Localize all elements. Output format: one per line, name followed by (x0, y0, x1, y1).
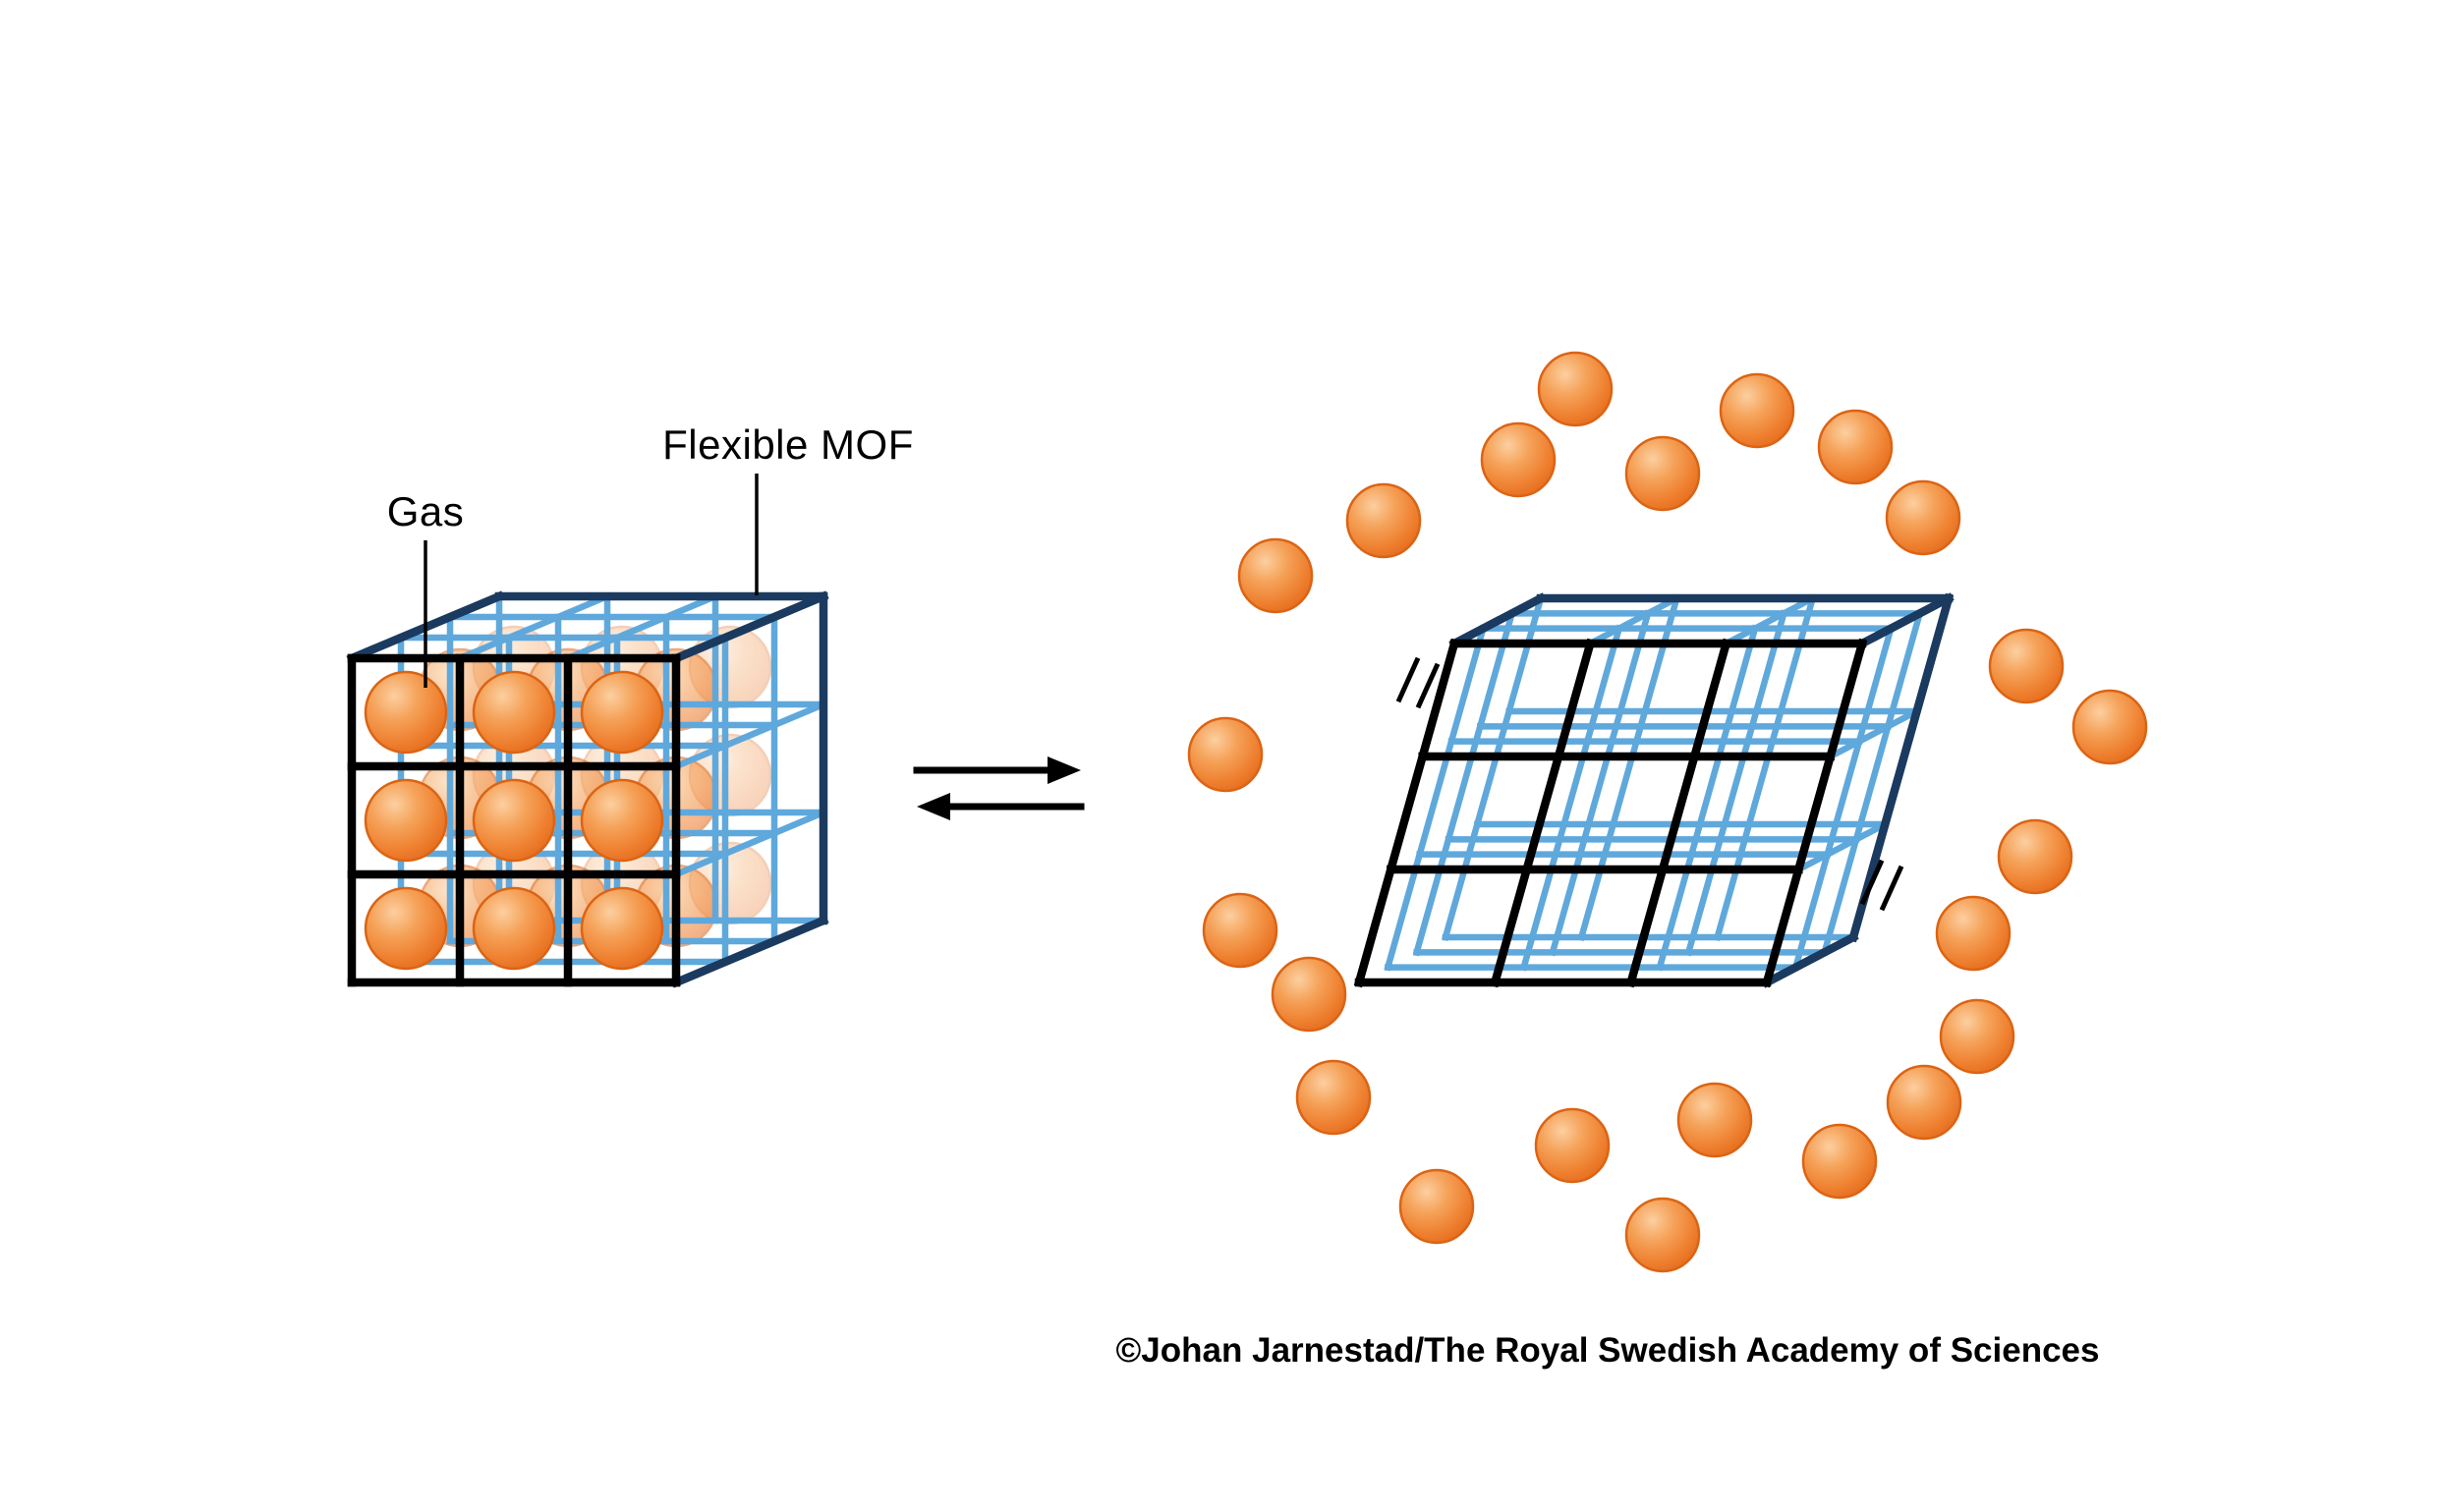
lattice-line (1655, 624, 1760, 972)
reverse-arrow-head (917, 793, 950, 820)
gas-sphere (1624, 1197, 1701, 1273)
gas-sphere (1398, 1168, 1475, 1245)
gas-sphere (364, 670, 448, 755)
gas-sphere (1187, 716, 1264, 793)
gas-sphere (472, 886, 556, 971)
gas-sphere (1534, 1107, 1611, 1184)
lattice-line (1384, 624, 1488, 972)
gas-sphere (1345, 482, 1422, 559)
shear-mark (1879, 865, 1904, 912)
gas-sphere (1719, 372, 1795, 449)
gas-sphere (1939, 998, 2015, 1075)
right-back-edges (1448, 592, 1955, 988)
gas-sphere (1271, 956, 1347, 1033)
lattice-line (1577, 593, 1681, 942)
lattice-line (1826, 706, 1922, 761)
gas-sphere (1295, 1059, 1372, 1136)
gas-sphere (1202, 892, 1278, 969)
gas-sphere (1480, 421, 1557, 498)
flexible-mof-label: Flexible MOF (662, 421, 914, 468)
gas-sphere (1935, 895, 2012, 972)
gas-sphere (1676, 1082, 1753, 1158)
equilibrium-arrows (913, 756, 1085, 820)
lattice-line (671, 808, 828, 879)
gas-sphere (1624, 435, 1701, 512)
released-gas-spheres (1187, 351, 2148, 1273)
sheared-mof-lattice (1353, 592, 1955, 988)
lattice-line (1412, 609, 1516, 957)
gas-sphere (1237, 537, 1314, 614)
lattice-line (1585, 593, 1681, 648)
lattice-line (1353, 638, 1460, 988)
lattice-line (1791, 624, 1896, 972)
gas-sphere (580, 886, 664, 971)
lattice-line (1856, 592, 1955, 649)
gas-sphere (580, 778, 664, 863)
gas-sphere (1886, 1064, 1962, 1141)
shear-mark (1859, 859, 1885, 906)
shear-mark (1415, 662, 1441, 709)
filled-mof-lattice (346, 590, 829, 988)
gas-sphere (1997, 818, 2073, 895)
gas-sphere (1817, 409, 1894, 485)
lattice-line (670, 915, 829, 988)
lattice-line (1448, 592, 1547, 649)
shear-marks (1395, 656, 1904, 912)
gas-sphere (1988, 628, 2065, 704)
right-front-grid (1353, 638, 1868, 988)
credit-text: ©Johan Jarnestad/The Royal Swedish Acade… (1116, 1331, 2100, 1370)
lattice-line (1441, 593, 1546, 942)
lattice-line (1713, 593, 1817, 942)
gas-sphere (1537, 351, 1614, 427)
lattice-line (1625, 638, 1731, 988)
lattice-line (1490, 638, 1596, 988)
forward-arrow-head (1048, 756, 1081, 784)
gas-sphere (2071, 689, 2148, 765)
gas-label: Gas (387, 488, 465, 534)
lattice-line (1548, 609, 1653, 957)
gas-sphere (1885, 479, 1961, 556)
gas-sphere (472, 778, 556, 863)
lattice-line (1793, 819, 1890, 874)
lattice-line (1820, 609, 1924, 957)
lattice-line (1847, 592, 1955, 943)
lattice-line (455, 591, 612, 663)
gas-sphere (364, 778, 448, 863)
lattice-line (1761, 931, 1859, 988)
lattice-line (563, 591, 720, 663)
lattice-line (1684, 609, 1788, 957)
lattice-line (671, 700, 828, 771)
gas-sphere (472, 670, 556, 755)
gas-sphere (580, 670, 664, 755)
gas-sphere (1801, 1123, 1878, 1200)
shear-mark (1395, 656, 1421, 703)
left-front-gas-spheres (364, 670, 664, 971)
gas-sphere (364, 886, 448, 971)
left-front-grid (347, 653, 681, 987)
lattice-line (1761, 638, 1868, 988)
lattice-line (1519, 624, 1623, 972)
lattice-line (670, 590, 829, 664)
lattice-line (1722, 593, 1818, 648)
